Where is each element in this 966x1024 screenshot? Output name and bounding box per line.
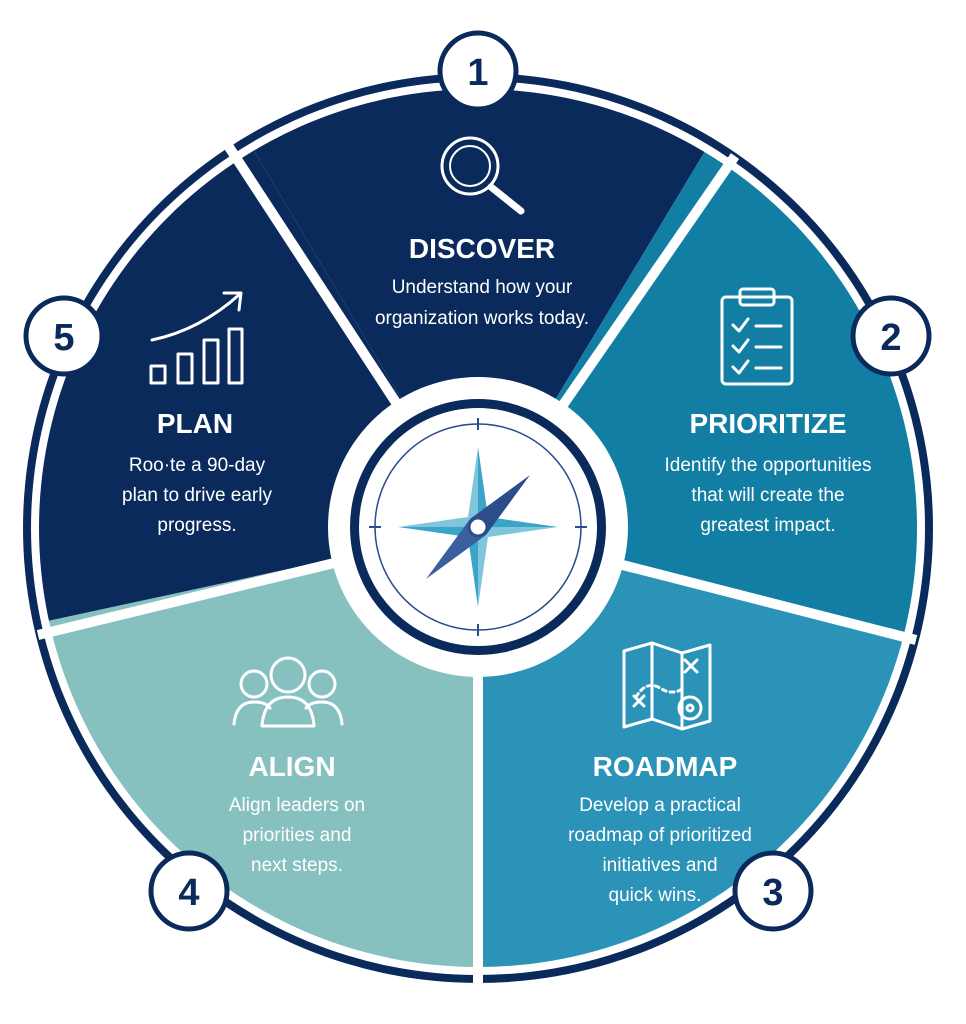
people-group-icon	[232, 656, 344, 728]
step-title: ALIGN	[248, 751, 335, 782]
step-prioritize: PRIORITIZE Identify the opportunities th…	[664, 408, 871, 536]
growth-chart-icon	[149, 291, 244, 385]
step-desc-line: progress.	[157, 515, 236, 536]
step-desc-line: Understand how your	[392, 277, 573, 298]
step-badge-1: 1	[437, 30, 519, 112]
step-desc-line: Identify the opportunities	[664, 455, 871, 476]
step-number: 5	[53, 317, 74, 359]
step-desc-line: organization works today.	[375, 308, 589, 329]
compass-icon	[369, 418, 587, 636]
step-number: 4	[178, 872, 199, 914]
step-title: PRIORITIZE	[689, 408, 846, 439]
step-plan: PLAN Roo·te a 90-day plan to drive early…	[122, 408, 272, 536]
step-roadmap: ROADMAP Develop a practical roadmap of p…	[568, 751, 752, 906]
step-number: 3	[762, 872, 783, 914]
step-desc-line: next steps.	[251, 855, 343, 876]
step-title: ROADMAP	[593, 751, 738, 782]
step-number: 2	[880, 317, 901, 359]
step-badge-3: 3	[732, 850, 814, 932]
step-badge-5: 5	[23, 295, 105, 377]
step-desc-line: Develop a practical	[579, 795, 741, 816]
step-number: 1	[467, 52, 488, 94]
step-desc-line: that will create the	[691, 485, 844, 506]
step-align: ALIGN Align leaders on priorities and ne…	[229, 751, 365, 876]
segment-discover	[200, 89, 760, 528]
step-desc-line: Align leaders on	[229, 795, 365, 816]
step-title: PLAN	[157, 408, 233, 439]
step-desc-line: quick wins.	[609, 885, 702, 906]
step-desc-line: greatest impact.	[700, 515, 835, 536]
magnifier-icon	[440, 136, 525, 215]
step-badge-4: 4	[148, 850, 230, 932]
step-desc-line: priorities and	[243, 825, 352, 846]
step-desc-line: plan to drive early	[122, 485, 272, 506]
map-icon	[622, 641, 712, 731]
step-desc-line: Roo·te a 90-day	[129, 455, 266, 476]
clipboard-checklist-icon	[720, 287, 794, 386]
step-desc-line: roadmap of prioritized	[568, 825, 752, 846]
step-title: DISCOVER	[409, 233, 555, 264]
compass-hub	[328, 377, 628, 677]
step-badge-2: 2	[850, 295, 932, 377]
step-discover: DISCOVER Understand how your organizatio…	[375, 233, 589, 329]
step-desc-line: initiatives and	[602, 855, 717, 876]
